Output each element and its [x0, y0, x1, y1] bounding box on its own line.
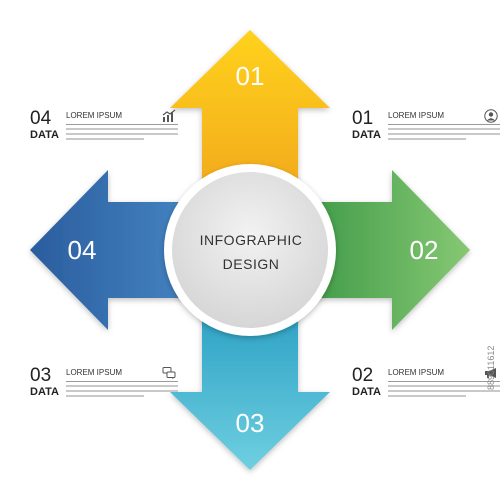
- info-data-label: DATA: [352, 386, 381, 398]
- info-header: LOREM IPSUM: [66, 366, 178, 382]
- person-icon: [484, 109, 498, 123]
- info-header: LOREM IPSUM: [66, 109, 178, 125]
- info-number: 04: [30, 108, 52, 129]
- arrow-03: [170, 305, 330, 470]
- info-data-label: DATA: [30, 129, 59, 141]
- info-title: LOREM IPSUM: [388, 368, 445, 377]
- info-text-placeholder: [66, 128, 178, 143]
- info-number: 01: [352, 108, 374, 129]
- arrow-label-01: 01: [236, 61, 265, 91]
- info-number: 02: [352, 365, 374, 386]
- info-title: LOREM IPSUM: [66, 111, 123, 120]
- info-text-placeholder: [388, 385, 500, 400]
- info-number: 03: [30, 365, 52, 386]
- arrow-01: [170, 30, 330, 195]
- info-data-label: DATA: [352, 129, 381, 141]
- center-title-line1: INFOGRAPHIC: [200, 232, 303, 248]
- stock-id-text: 889011612: [486, 345, 496, 390]
- megaphone-icon: [484, 366, 498, 380]
- info-title: LOREM IPSUM: [388, 111, 445, 120]
- arrow-label-03: 03: [236, 408, 265, 438]
- center-circle: [172, 172, 328, 328]
- arrow-04: [30, 170, 195, 330]
- center-title-line2: DESIGN: [223, 256, 280, 272]
- info-data-label: DATA: [30, 386, 59, 398]
- chat-bubbles-icon: [162, 366, 176, 380]
- bar-chart-icon: [162, 109, 176, 123]
- arrow-label-04: 04: [68, 235, 97, 265]
- info-text-placeholder: [388, 128, 500, 143]
- info-header: LOREM IPSUM: [388, 109, 500, 125]
- info-title: LOREM IPSUM: [66, 368, 123, 377]
- info-text-placeholder: [66, 385, 178, 400]
- arrow-02: [305, 170, 470, 330]
- info-header: LOREM IPSUM: [388, 368, 500, 382]
- arrow-label-02: 02: [410, 235, 439, 265]
